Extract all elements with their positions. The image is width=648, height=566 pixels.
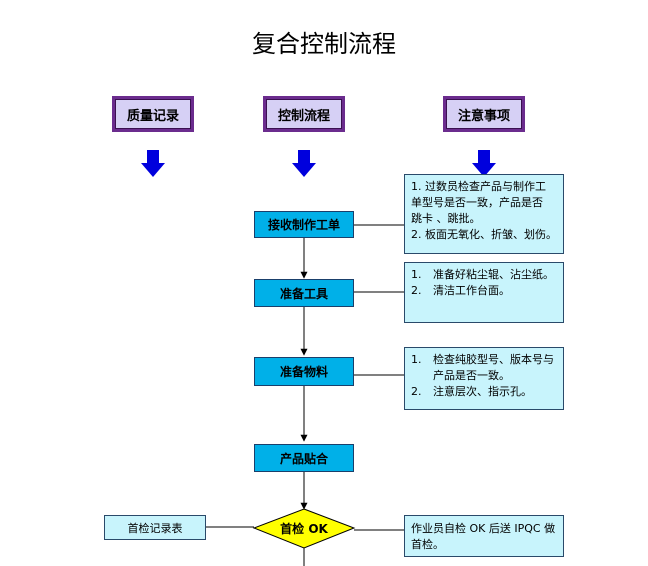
note-1-line-3: 跳卡 、跳批。 <box>411 212 481 225</box>
blue-down-arrow-quality <box>141 150 165 177</box>
note-3-item-1: 1. 检查纯胶型号、版本号与 <box>411 352 557 368</box>
header-notes: 注意事项 <box>443 96 525 132</box>
note-3-item-1-number: 1. <box>411 353 422 366</box>
blue-down-arrow-notes <box>472 150 496 177</box>
header-notes-label: 注意事项 <box>446 99 522 129</box>
step-prepare-tools: 准备工具 <box>254 279 354 307</box>
decision-first-article-ok: 首检 OK <box>280 522 328 536</box>
header-quality-records-label: 质量记录 <box>115 99 191 129</box>
page-title: 复合控制流程 <box>252 30 396 58</box>
step-prepare-materials: 准备物料 <box>254 357 354 386</box>
note-2-item-1-number: 1. <box>411 268 422 281</box>
note-5-line-2: 首检。 <box>411 538 444 551</box>
note-1-line-1: 1. 过数员检查产品与制作工 <box>411 180 546 193</box>
note-box-1: 1. 过数员检查产品与制作工 单型号是否一致，产品是否 跳卡 、跳批。 2. 板… <box>404 174 564 254</box>
note-box-3: 1. 检查纯胶型号、版本号与 产品是否一致。 2. 注意层次、指示孔。 <box>404 347 564 410</box>
note-2-item-2-number: 2. <box>411 284 422 297</box>
blue-down-arrow-control <box>292 150 316 177</box>
header-control-flow-label: 控制流程 <box>266 99 342 129</box>
header-control-flow: 控制流程 <box>263 96 345 132</box>
note-3-item-2-text: 注意层次、指示孔。 <box>433 385 532 398</box>
note-3-item-1-continued: 产品是否一致。 <box>433 369 510 382</box>
note-box-5: 作业员自检 OK 后送 IPQC 做 首检。 <box>404 515 564 557</box>
note-5-line-1: 作业员自检 OK 后送 IPQC 做 <box>411 522 556 535</box>
note-3-item-1-text: 检查纯胶型号、版本号与 <box>433 353 554 366</box>
note-box-2: 1. 准备好粘尘辊、沾尘纸。 2. 清洁工作台面。 <box>404 262 564 323</box>
note-1-line-4: 2. 板面无氧化、折皱、划伤。 <box>411 228 557 241</box>
note-1-line-2: 单型号是否一致，产品是否 <box>411 196 543 209</box>
note-2-item-2-text: 清洁工作台面。 <box>433 284 510 297</box>
record-first-article-form: 首检记录表 <box>104 515 206 540</box>
note-2-item-1: 1. 准备好粘尘辊、沾尘纸。 <box>411 267 557 283</box>
note-3-item-2-number: 2. <box>411 385 422 398</box>
note-2-item-1-text: 准备好粘尘辊、沾尘纸。 <box>433 268 554 281</box>
step-product-lamination: 产品贴合 <box>254 444 354 472</box>
decision-diamond <box>252 508 356 549</box>
note-3-item-2: 2. 注意层次、指示孔。 <box>411 384 557 400</box>
note-2-item-2: 2. 清洁工作台面。 <box>411 283 557 299</box>
header-quality-records: 质量记录 <box>112 96 194 132</box>
step-receive-work-order: 接收制作工单 <box>254 211 354 238</box>
